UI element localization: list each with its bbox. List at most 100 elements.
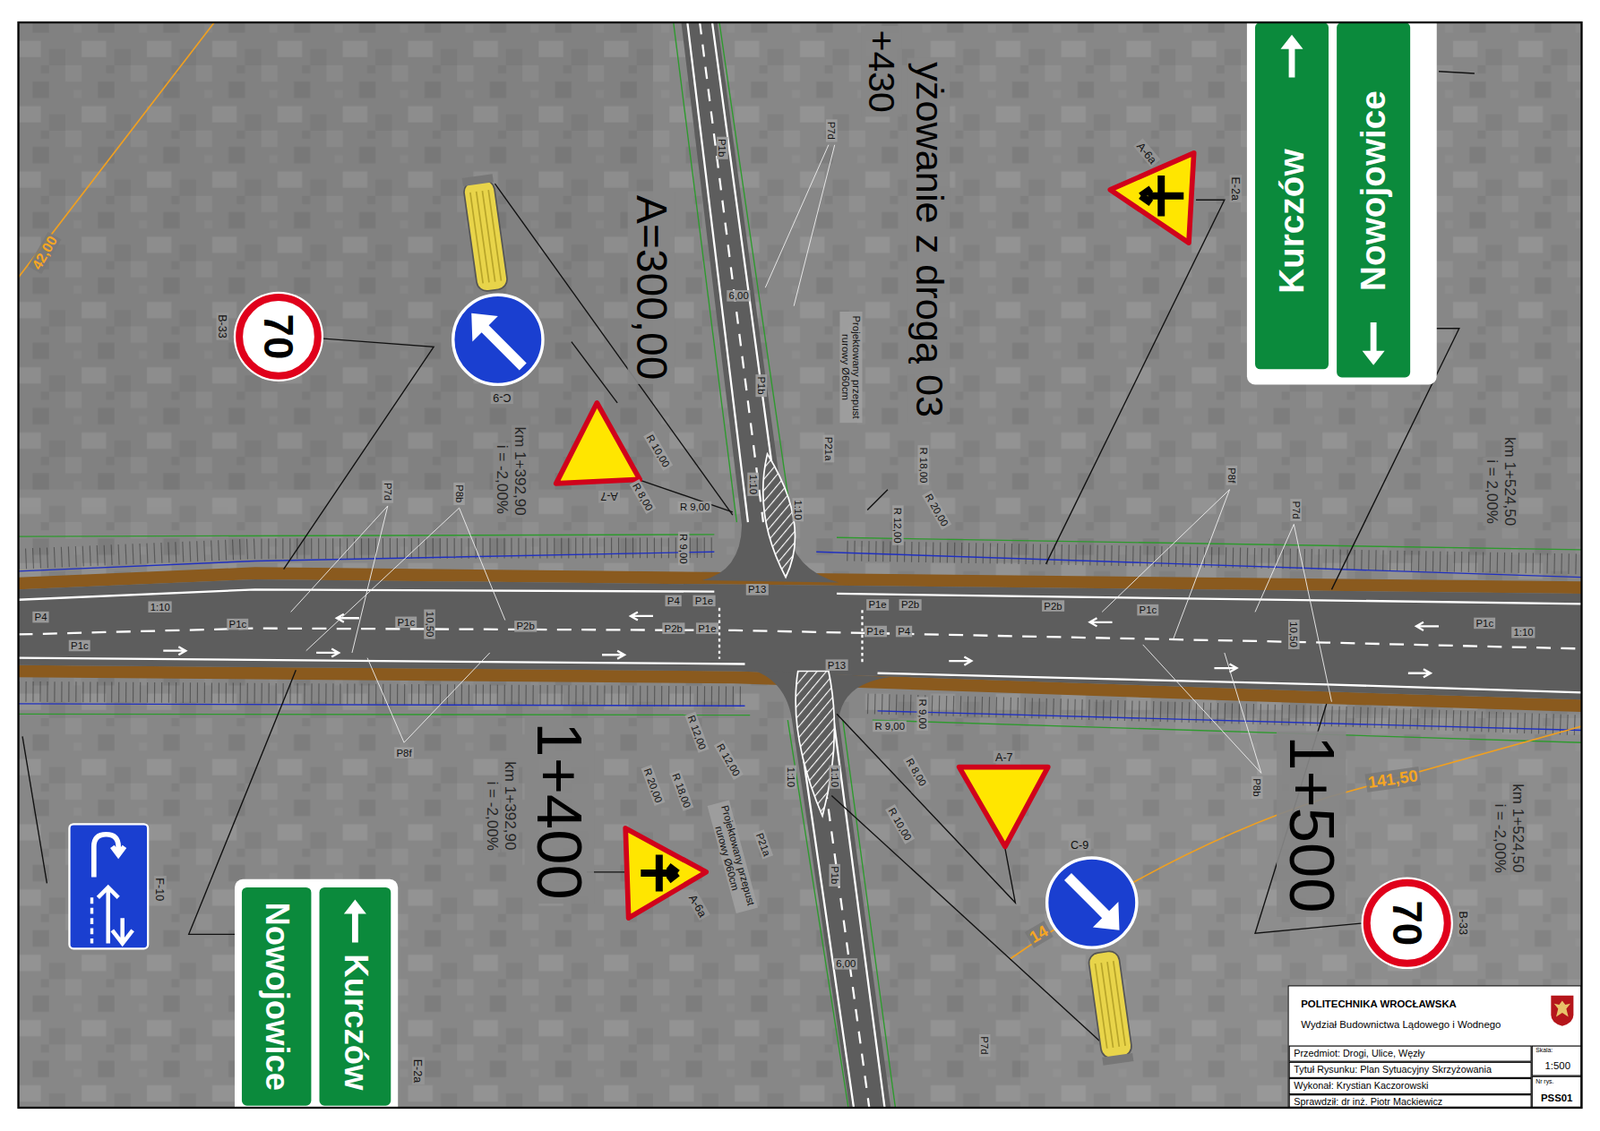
label-leaders [291, 145, 1333, 775]
marking-code: P1c [68, 640, 91, 653]
gradient-note: i = -2,00% [1491, 801, 1509, 876]
use-shape [1213, 664, 1237, 673]
bollard [1087, 950, 1134, 1067]
path-shape [291, 506, 388, 612]
sign-frame-top [1247, 9, 1437, 385]
use-shape [602, 651, 625, 660]
path-shape [283, 338, 434, 569]
title-text: Nr rys. [1535, 1078, 1554, 1086]
path-shape [18, 551, 715, 572]
marking-code: R 20,00 [921, 490, 952, 531]
marking-code: R 9,00 [678, 532, 690, 567]
speed-value: 70 [1384, 900, 1430, 947]
chainage-label: 1+500 [1276, 731, 1347, 918]
use-shape [163, 646, 186, 655]
marking-code: P1b [755, 374, 767, 397]
use-shape [336, 614, 360, 623]
marking-code: P2b [662, 622, 685, 635]
marking-code: 6,00 [834, 958, 859, 971]
title-cell: Przedmiot: Drogi, Ulice, Węzły [1289, 1046, 1532, 1063]
place-name: Nowojowice [258, 903, 295, 1093]
marking-code: P7d [825, 119, 838, 142]
marking-code: P8b [453, 482, 465, 506]
path-shape [18, 22, 216, 278]
circle-shape [453, 294, 543, 385]
logo-shield [1550, 996, 1574, 1027]
path-shape [306, 507, 460, 651]
title-text: PSS01 [1540, 1092, 1573, 1105]
sign-a7-top [556, 403, 640, 484]
speed-limit-sign: 70 [1363, 879, 1452, 968]
sign-code: E-2a [412, 1057, 425, 1085]
chainage-label: 1+400 [524, 718, 594, 904]
rect-shape [234, 879, 398, 1125]
path-shape [640, 855, 678, 893]
marking-code: P1e [693, 595, 716, 608]
sign-code: E-2a [1229, 174, 1242, 203]
marking-code: P4 [895, 626, 912, 638]
path-shape [877, 711, 1583, 732]
use-shape [1408, 669, 1431, 678]
marking-code: 1:10 [747, 473, 759, 498]
gradient-note: km 1+392,90 [512, 424, 530, 518]
road-markings [18, 0, 1583, 1131]
title-text: 1:500 [1544, 1059, 1571, 1072]
marking-code: P21a [753, 829, 774, 861]
title-text: Przedmiot: Drogi, Ulice, Węzły [1293, 1049, 1425, 1060]
path-shape [367, 658, 405, 744]
path-shape [470, 189, 502, 284]
path-shape [459, 507, 506, 620]
chainage-label: A=300,00 [627, 191, 675, 385]
arrow-shape [1280, 34, 1303, 78]
path-shape [1010, 726, 1583, 960]
rect-shape [1101, 1053, 1134, 1067]
path-shape [696, 0, 764, 523]
rect-shape [463, 179, 509, 293]
path-shape [763, 454, 796, 578]
marking-code: P1c [1136, 604, 1159, 617]
path-shape [793, 145, 835, 307]
arrow-down [1358, 320, 1389, 368]
speed-limit-sign: 70 [235, 293, 322, 380]
use-shape [630, 611, 654, 620]
contour-lines [18, 22, 1583, 960]
marking-code: R 9,00 [678, 501, 713, 514]
marking-code: P2b [899, 599, 922, 611]
marking-code: P2b [514, 620, 537, 633]
path-shape [816, 551, 1582, 577]
title-text: Tytuł Rysunku: Plan Sytuacyjny Skrzyżowa… [1293, 1065, 1492, 1076]
path-shape [872, 720, 1583, 743]
sign-code: C-9 [1068, 838, 1092, 852]
marking-code: 10,50 [423, 610, 436, 640]
path-shape [18, 704, 746, 706]
marking-code: R 20,00 [640, 765, 665, 807]
direction-panel: Kurczów [319, 887, 392, 1107]
title-text: Wydział Budownictwa Lądowego i Wodnego [1300, 1019, 1501, 1032]
title-text: Wykonał: Krystian Kaczorowski [1293, 1081, 1428, 1093]
contour-value: 42,00 [27, 232, 61, 275]
path-shape [1438, 71, 1475, 74]
marking-code: P1b [716, 137, 729, 160]
path-shape [404, 653, 491, 743]
marking-code: P4 [665, 595, 682, 608]
rect-shape [1247, 9, 1437, 385]
marking-code: P7d [1290, 498, 1302, 522]
rect-shape [68, 824, 148, 949]
title-text: Sprawdził: dr inż. Piotr Mackiewicz [1293, 1096, 1443, 1108]
arrow-shape [1362, 322, 1385, 366]
marking-code: R 10,00 [885, 804, 915, 845]
direction-panel: Nowojowice [241, 887, 311, 1107]
marking-code: P4 [32, 611, 49, 624]
marking-code: 1:10 [791, 498, 804, 523]
path-shape [1255, 524, 1294, 612]
arrow-shape [344, 900, 367, 944]
title-text: POLITECHNIKA WROCŁAWSKA [1300, 998, 1457, 1011]
use-shape [1416, 622, 1439, 631]
speed-value: 70 [256, 314, 302, 361]
logo-eagle [1554, 1000, 1571, 1017]
gradient-note: km 1+524,50 [1509, 782, 1527, 876]
marking-code: P2b [1041, 600, 1065, 612]
marking-code: R 9,00 [916, 696, 929, 732]
